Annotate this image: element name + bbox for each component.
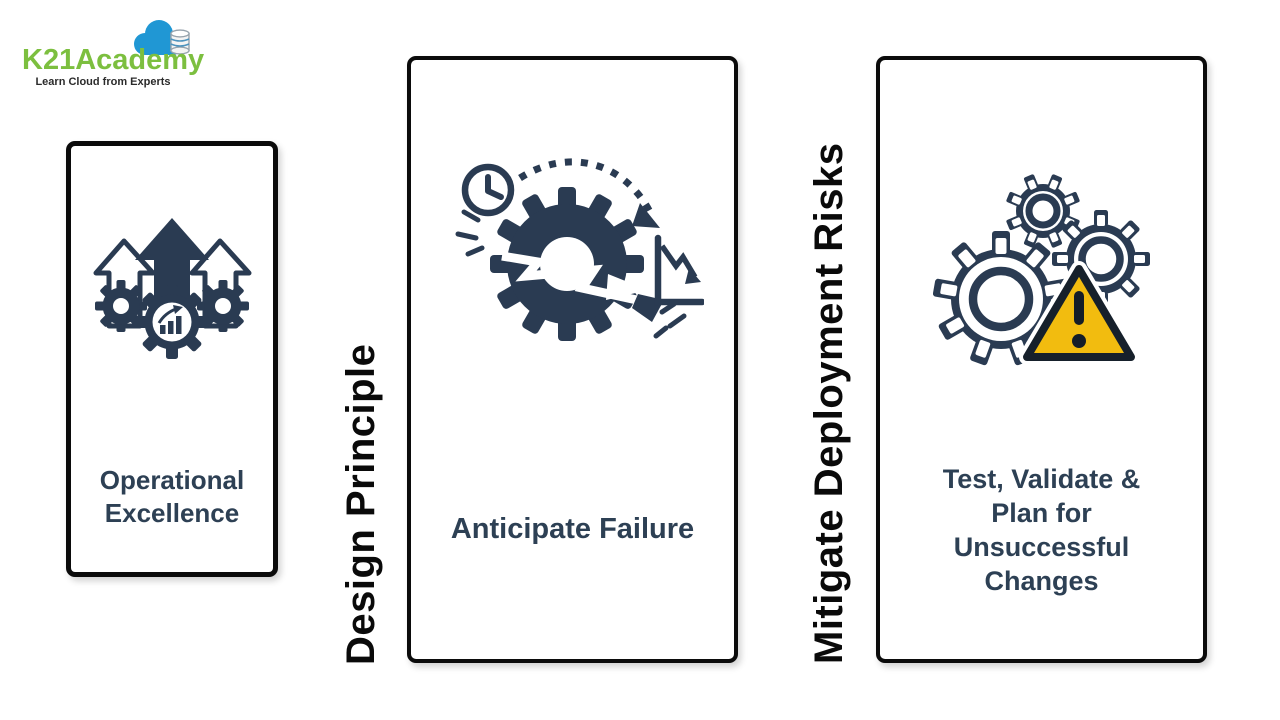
broken-gear-clock-svg	[455, 158, 706, 341]
cloud-database-icon	[134, 20, 190, 55]
vertical-label-mitigate-deployment-risks: Mitigate Deployment Risks	[807, 142, 851, 664]
gears-warning-icon	[931, 161, 1153, 372]
warning-triangle-icon	[1019, 261, 1139, 365]
card-anticipate-failure: Anticipate Failure	[407, 56, 738, 663]
broken-gear-clock-icon	[452, 156, 706, 357]
card-title: Operational Excellence	[99, 465, 245, 528]
card-title: Test, Validate & Plan for Unsuccessful C…	[942, 464, 1141, 596]
growth-arrows-gears-icon	[90, 216, 254, 381]
brand-name: K21Academy	[22, 44, 205, 76]
vertical-label-design-principle: Design Principle	[339, 343, 383, 665]
card-title: Anticipate Failure	[450, 513, 695, 545]
card-test-validate-plan: Test, Validate & Plan for Unsuccessful C…	[876, 56, 1207, 663]
growth-arrows-gears-svg	[93, 218, 252, 359]
gears-warning-svg	[932, 174, 1150, 366]
k21academy-logo: K21Academy Learn Cloud from Experts	[20, 8, 204, 92]
brand-tagline: Learn Cloud from Experts	[35, 76, 171, 88]
card-operational-excellence: Operational Excellence	[66, 141, 278, 577]
